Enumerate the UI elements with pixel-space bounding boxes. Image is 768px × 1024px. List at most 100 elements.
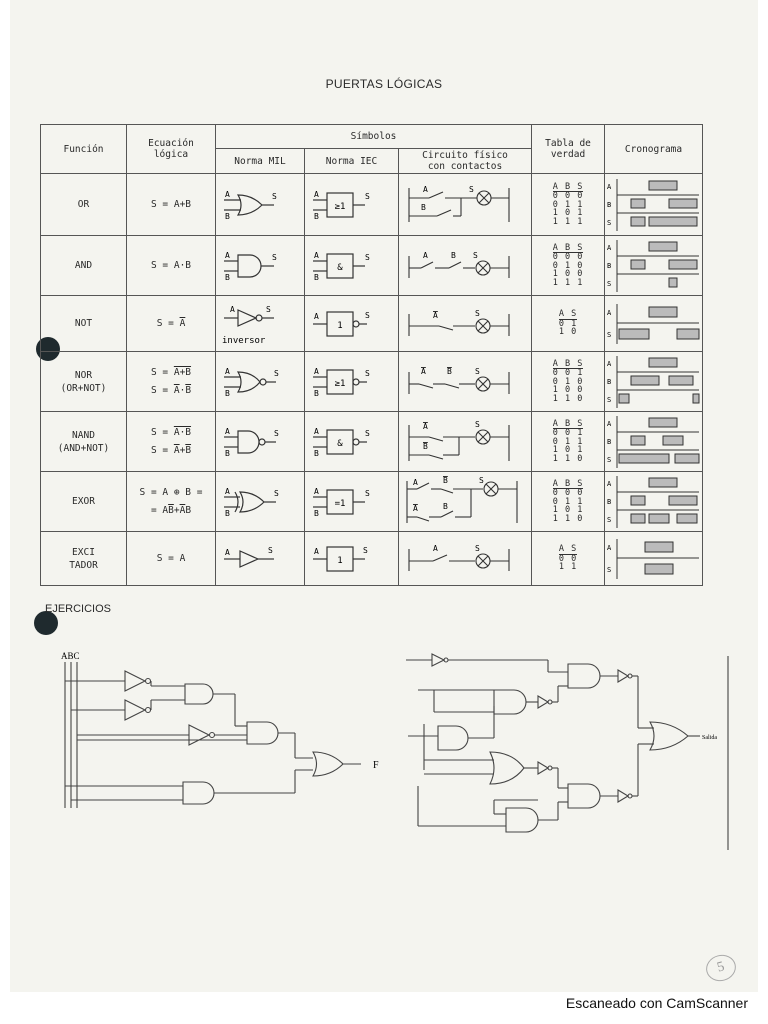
- svg-text:B: B: [225, 449, 230, 458]
- svg-text:A: A: [314, 190, 319, 199]
- or-timing-diagram: A B S: [604, 173, 704, 236]
- header-simbolos: Símbolos: [214, 124, 533, 149]
- svg-text:S: S: [469, 185, 474, 194]
- or-gate-iec-symbol: ≥1 A B S: [304, 173, 399, 236]
- svg-text:S: S: [365, 489, 370, 498]
- svg-text:B: B: [314, 212, 319, 221]
- svg-text:A: A: [607, 480, 612, 488]
- svg-text:A: A: [225, 427, 230, 436]
- svg-text:B: B: [607, 498, 611, 506]
- svg-text:B: B: [225, 389, 230, 398]
- svg-text:A: A: [225, 251, 230, 260]
- exercise-circuit-2: Salida: [406, 653, 729, 850]
- svg-text:B: B: [607, 201, 611, 209]
- svg-text:S: S: [363, 546, 368, 555]
- svg-text:S: S: [607, 566, 611, 574]
- svg-text:A: A: [607, 244, 612, 252]
- svg-text:A: A: [230, 305, 235, 314]
- row-equation: S = A·B S = A+B: [126, 411, 216, 472]
- row-name: NOR(OR+NOT): [40, 351, 127, 412]
- row-equation: S = A·B: [126, 235, 216, 296]
- svg-text:≥1: ≥1: [335, 202, 346, 212]
- buffer-gate-iec-symbol: 1 A S: [304, 531, 399, 586]
- svg-text:A: A: [225, 367, 230, 376]
- header-cronograma: Cronograma: [604, 124, 704, 174]
- svg-text:B: B: [607, 262, 611, 270]
- svg-text:B: B: [225, 509, 230, 518]
- svg-text:S: S: [475, 420, 480, 429]
- svg-text:1: 1: [337, 556, 342, 566]
- svg-text:A: A: [607, 309, 612, 317]
- svg-text:B: B: [443, 476, 448, 485]
- svg-text:A: A: [421, 367, 426, 376]
- svg-text:S: S: [365, 429, 370, 438]
- svg-text:S: S: [473, 251, 478, 260]
- row-equation: S = A ⊕ B = = AB+AB: [126, 471, 216, 532]
- svg-text:A: A: [413, 478, 418, 487]
- svg-text:S: S: [266, 305, 271, 314]
- svg-text:A: A: [423, 251, 428, 260]
- svg-text:A: A: [433, 544, 438, 553]
- svg-text:S: S: [365, 192, 370, 201]
- svg-text:A: A: [314, 312, 319, 321]
- scanner-watermark: Escaneado con CamScanner: [565, 995, 748, 1011]
- svg-text:B: B: [314, 273, 319, 282]
- svg-text:B: B: [225, 212, 230, 221]
- svg-text:S: S: [475, 544, 480, 553]
- svg-text:&: &: [337, 439, 343, 449]
- svg-text:A: A: [314, 547, 319, 556]
- svg-text:B: B: [423, 442, 428, 451]
- row-name: NOT: [40, 295, 127, 352]
- row-name: EXOR: [40, 471, 127, 532]
- header-funcion: Función: [40, 124, 127, 174]
- svg-text:B: B: [314, 449, 319, 458]
- punch-hole: [34, 611, 58, 635]
- svg-text:A: A: [607, 183, 612, 191]
- nand-gate-mil-symbol: A B S: [215, 411, 305, 472]
- svg-text:B: B: [607, 378, 611, 386]
- row-equation: S = A: [126, 295, 216, 352]
- svg-text:S: S: [607, 331, 611, 339]
- svg-text:&: &: [337, 263, 343, 273]
- svg-text:B: B: [421, 203, 426, 212]
- svg-text:B: B: [314, 509, 319, 518]
- svg-text:B: B: [447, 367, 452, 376]
- svg-text:S: S: [607, 516, 611, 524]
- svg-text:S: S: [274, 429, 279, 438]
- svg-text:A: A: [433, 311, 438, 320]
- svg-text:S: S: [268, 546, 273, 555]
- circuit-output-label: F: [373, 760, 379, 771]
- svg-text:A: A: [607, 420, 612, 428]
- svg-text:B: B: [225, 273, 230, 282]
- svg-text:S: S: [607, 219, 611, 227]
- page-title: PUERTAS LÓGICAS: [325, 77, 443, 91]
- svg-text:A: A: [314, 487, 319, 496]
